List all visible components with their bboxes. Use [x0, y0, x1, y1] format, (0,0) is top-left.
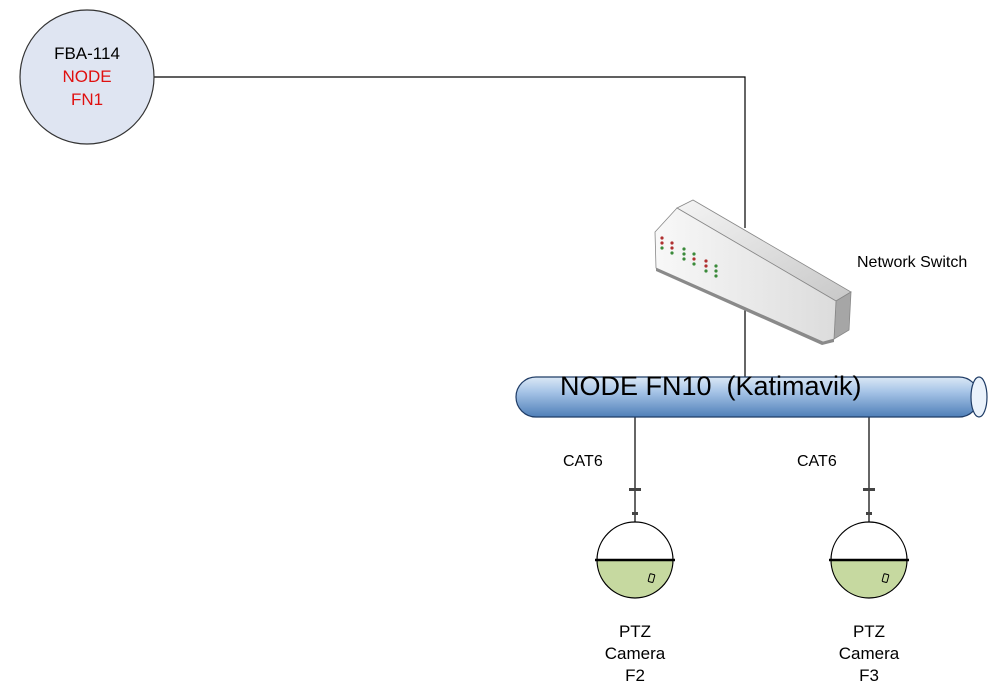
node-to-switch-line	[154, 76, 746, 228]
cable-label-camera-f2: CAT6	[563, 453, 603, 470]
node-circle	[19, 9, 155, 145]
camera-f2-label: PTZ Camera F2	[590, 621, 680, 687]
camera-f3-label: PTZ Camera F3	[824, 621, 914, 687]
bus-pipe-end	[970, 376, 988, 418]
camera-f2-label-line2: Camera	[604, 644, 666, 663]
camera-f3-label-line2: Camera	[838, 644, 900, 663]
switch-port-leds	[660, 236, 718, 278]
node-label-line1: FBA-114	[54, 44, 120, 63]
camera-f3-label-line1: PTZ	[852, 622, 886, 641]
camera-f2-label-line1: PTZ	[618, 622, 652, 641]
cable-label-camera-f3: CAT6	[797, 453, 837, 470]
node-label: FBA-114 NODE FN1	[20, 42, 154, 111]
camera-f2-label-line3: F2	[625, 666, 645, 685]
bus-label: NODE FN10 (Katimavik)	[560, 371, 862, 401]
ptz-dome-camera-icon	[829, 488, 909, 599]
network-switch-icon	[654, 199, 852, 345]
bus-pipe	[515, 376, 988, 418]
node-label-line3: FN1	[70, 90, 104, 109]
network-switch-label: Network Switch	[857, 254, 968, 271]
node-label-line2: NODE	[62, 67, 112, 86]
camera-f3-label-line3: F3	[859, 666, 879, 685]
ptz-dome-camera-icon	[595, 488, 675, 599]
